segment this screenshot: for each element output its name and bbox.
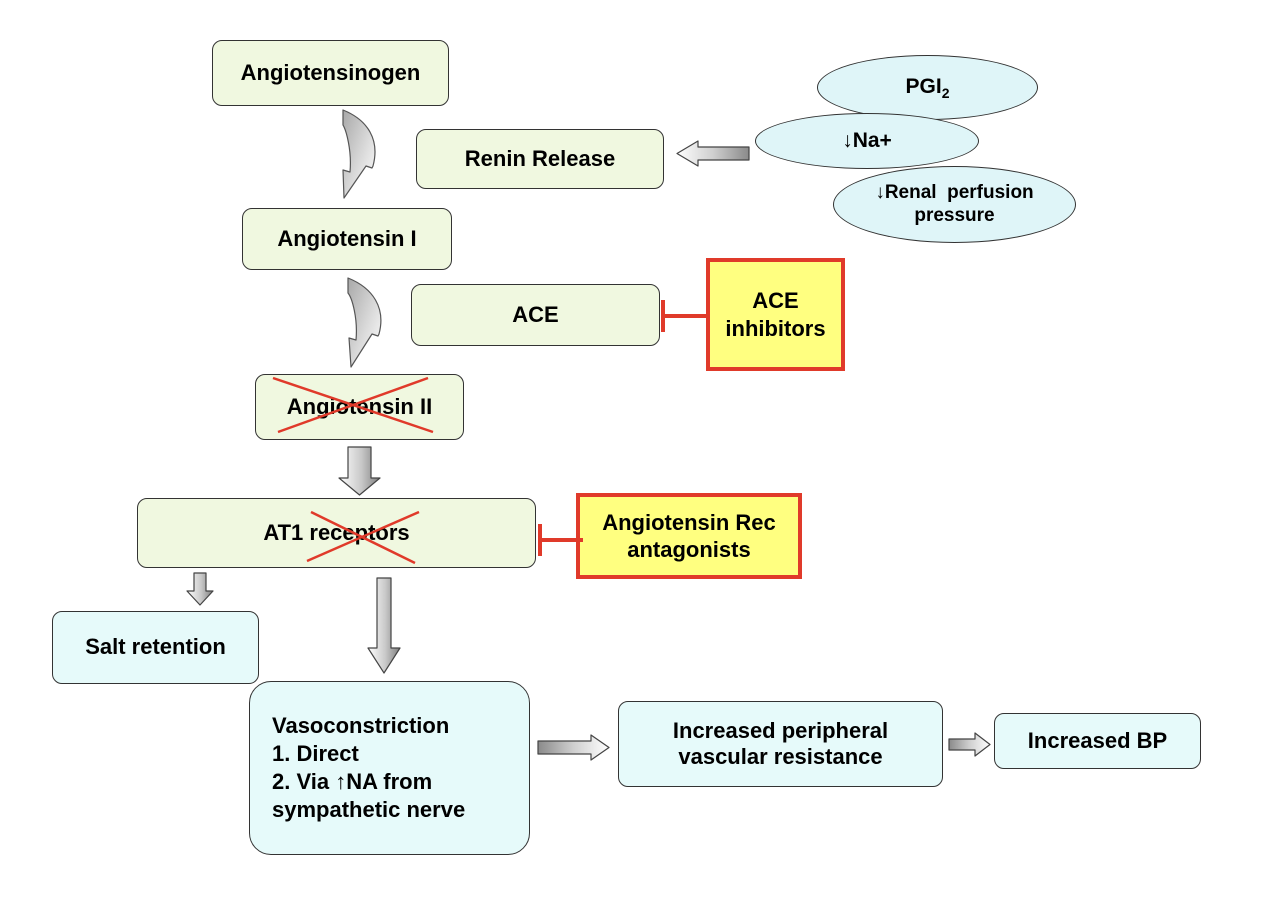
stimulus-low-renal-perfusion-text: ↓Renal perfusion pressure — [875, 182, 1033, 228]
vasoconstriction-item-2: 2. Via ↑NA from — [272, 768, 465, 796]
node-angiotensin-ii-label: Angiotensin II — [286, 393, 433, 419]
inhibitor-arb-line-2: antagonists — [627, 537, 751, 562]
inhibitor-ace-inhibitors-text: ACE inhibitors — [725, 287, 825, 342]
arrow-vaso-to-pvr — [537, 734, 610, 761]
stimulus-low-renal-perfusion-line-1: ↓Renal perfusion — [875, 181, 1034, 203]
node-salt-retention-label: Salt retention — [85, 634, 226, 660]
node-salt-retention: Salt retention — [52, 611, 259, 684]
vasoconstriction-item-3: sympathetic nerve — [272, 797, 466, 823]
inhibition-ace — [661, 300, 706, 332]
stimulus-low-na: ↓Na+ — [755, 113, 979, 169]
increased-pvr-line-1: Increased peripheral — [672, 717, 889, 743]
node-renin-release-label: Renin Release — [464, 145, 616, 171]
node-at1-receptors-label: AT1 receptors — [263, 519, 410, 545]
node-increased-bp: Increased BP — [994, 713, 1201, 769]
up-arrow-icon: ↑ — [335, 769, 347, 794]
increased-pvr-line-2: vascular resistance — [678, 744, 883, 769]
curved-arrow-1 — [342, 109, 376, 199]
node-increased-pvr: Increased peripheral vascular resistance — [618, 701, 943, 787]
stimulus-pgi2-base: PGI — [905, 74, 942, 98]
node-angiotensinogen: Angiotensinogen — [212, 40, 449, 106]
node-at1-receptors: AT1 receptors — [137, 498, 536, 568]
stimulus-pgi2: PGI2 — [817, 55, 1038, 120]
curved-arrow-2 — [347, 277, 382, 368]
vasoconstriction-item-1: 1. Direct — [272, 740, 359, 766]
stimulus-pgi2-label: PGI2 — [906, 74, 950, 102]
node-ace: ACE — [411, 284, 660, 346]
inhibitor-ace-inhibitors-line-2: inhibitors — [725, 315, 826, 341]
stimulus-low-renal-perfusion: ↓Renal perfusion pressure — [833, 166, 1076, 243]
vasoconstriction-text: Vasoconstriction 1. Direct 2. Via ↑NA fr… — [272, 712, 465, 825]
node-angiotensin-ii: Angiotensin II — [255, 374, 464, 440]
stimulus-pgi2-subscript: 2 — [941, 84, 950, 101]
inhibitor-ace-inhibitors-line-1: ACE — [752, 288, 799, 313]
inhibitor-ace-inhibitors: ACE inhibitors — [706, 258, 845, 371]
arrow-at1-to-vasoconstriction — [367, 577, 401, 674]
stimulus-low-na-label: ↓Na+ — [842, 129, 892, 153]
node-vasoconstriction: Vasoconstriction 1. Direct 2. Via ↑NA fr… — [249, 681, 530, 855]
arrow-at1-to-salt-retention — [186, 572, 214, 606]
node-increased-bp-label: Increased BP — [1027, 727, 1168, 753]
node-angiotensin-i-label: Angiotensin I — [277, 225, 417, 251]
node-ace-label: ACE — [512, 301, 559, 327]
increased-pvr-text: Increased peripheral vascular resistance — [673, 718, 888, 771]
arrow-angiotensin-ii-to-at1 — [338, 446, 381, 496]
inhibitor-angiotensin-rec-antagonists: Angiotensin Rec antagonists — [576, 493, 802, 579]
node-angiotensin-i: Angiotensin I — [242, 208, 452, 270]
vasoconstriction-item-2-prefix: 2. Via — [272, 769, 336, 794]
node-angiotensinogen-label: Angiotensinogen — [240, 59, 421, 85]
inhibitor-arb-line-1: Angiotensin Rec — [602, 509, 776, 535]
vasoconstriction-title: Vasoconstriction — [272, 712, 450, 738]
arrow-pvr-to-bp — [948, 732, 991, 757]
node-renin-release: Renin Release — [416, 129, 664, 189]
vasoconstriction-item-2-rest: NA from — [346, 769, 433, 794]
stimulus-low-renal-perfusion-line-2: pressure — [914, 204, 995, 226]
arrow-stimuli-to-renin — [676, 140, 750, 167]
inhibitor-arb-text: Angiotensin Rec antagonists — [602, 509, 776, 564]
